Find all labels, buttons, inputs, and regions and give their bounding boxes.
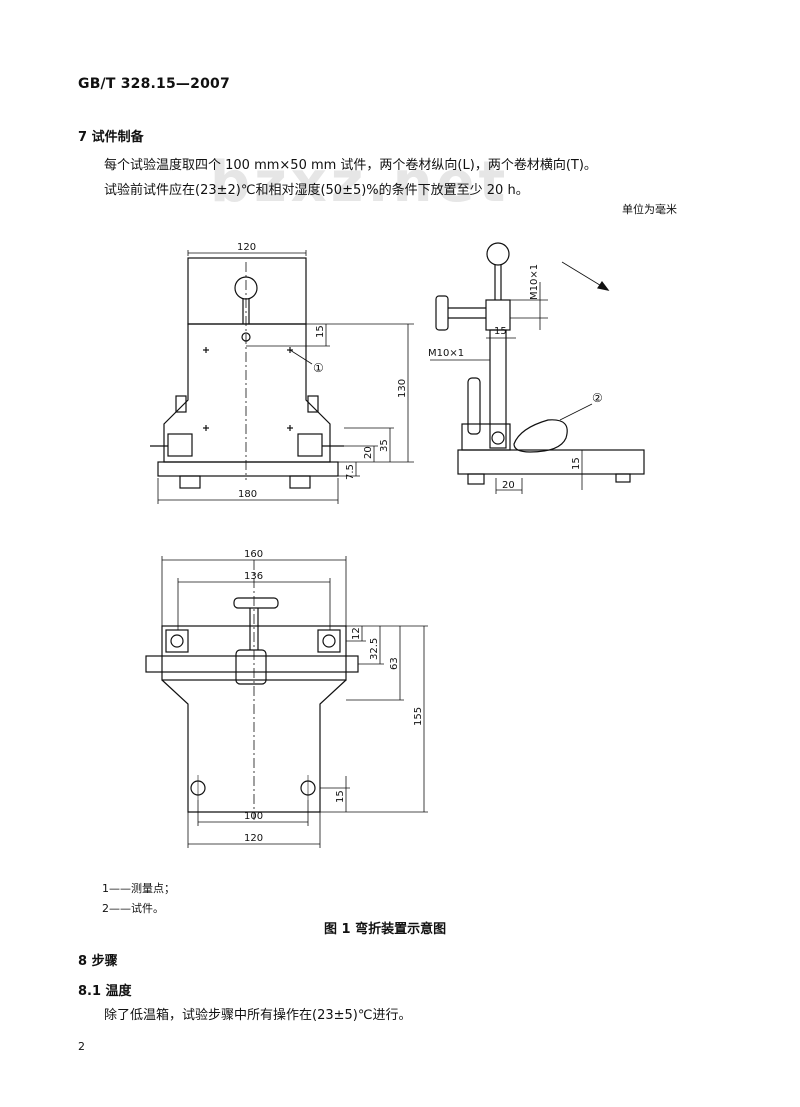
dim-front-130: 130	[397, 379, 408, 398]
section-8-1-paragraph: 除了低温箱，试验步骤中所有操作在(23±5)℃进行。	[104, 1008, 412, 1023]
dim-front-120: 120	[237, 242, 256, 253]
units-note: 单位为毫米	[622, 203, 677, 216]
dim-front-20: 20	[363, 446, 374, 459]
dim-plan-155: 155	[413, 707, 424, 726]
dim-plan-12: 12	[351, 627, 362, 640]
dim-plan-120: 120	[244, 833, 263, 844]
callout-2: ②	[592, 391, 603, 405]
legend-item-2: 2——试件。	[102, 902, 164, 915]
dim-side-15b: 15	[571, 457, 582, 470]
dim-side-20: 20	[502, 480, 515, 491]
dim-plan-160: 160	[244, 549, 263, 560]
dim-plan-63: 63	[389, 657, 400, 670]
dim-plan-136: 136	[244, 571, 263, 582]
standard-number: GB/T 328.15—2007	[78, 76, 230, 92]
dim-front-35: 35	[379, 439, 390, 452]
watermark: bzxz.net	[210, 150, 510, 215]
dim-side-m10-left: M10×1	[428, 348, 464, 359]
dim-plan-100: 100	[244, 811, 263, 822]
dim-plan-32-5: 32.5	[369, 638, 380, 660]
dim-front-15: 15	[315, 325, 326, 338]
front-view	[150, 250, 414, 504]
legend-item-1: 1——测量点；	[102, 882, 175, 895]
section-7-heading: 7 试件制备	[78, 130, 144, 145]
section-8-heading: 8 步骤	[78, 954, 118, 969]
callout-1: ①	[313, 361, 324, 375]
page-number: 2	[78, 1040, 85, 1053]
dim-front-180: 180	[238, 489, 257, 500]
dim-plan-15: 15	[335, 790, 346, 803]
dim-front-7-5: 7.5	[345, 464, 356, 480]
section-7-paragraph-2: 试验前试件应在(23±2)℃和相对湿度(50±5)%的条件下放置至少 20 h。	[104, 183, 529, 198]
side-view	[430, 242, 645, 494]
plan-view	[145, 556, 428, 848]
dim-side-m10-top: M10×1	[529, 264, 540, 300]
section-8-1-heading: 8.1 温度	[78, 984, 132, 999]
dim-side-15: 15	[494, 326, 507, 337]
figure-caption: 图 1 弯折装置示意图	[324, 922, 447, 937]
section-7-paragraph-1: 每个试验温度取四个 100 mm×50 mm 试件，两个卷材纵向(L)，两个卷材…	[104, 158, 597, 173]
